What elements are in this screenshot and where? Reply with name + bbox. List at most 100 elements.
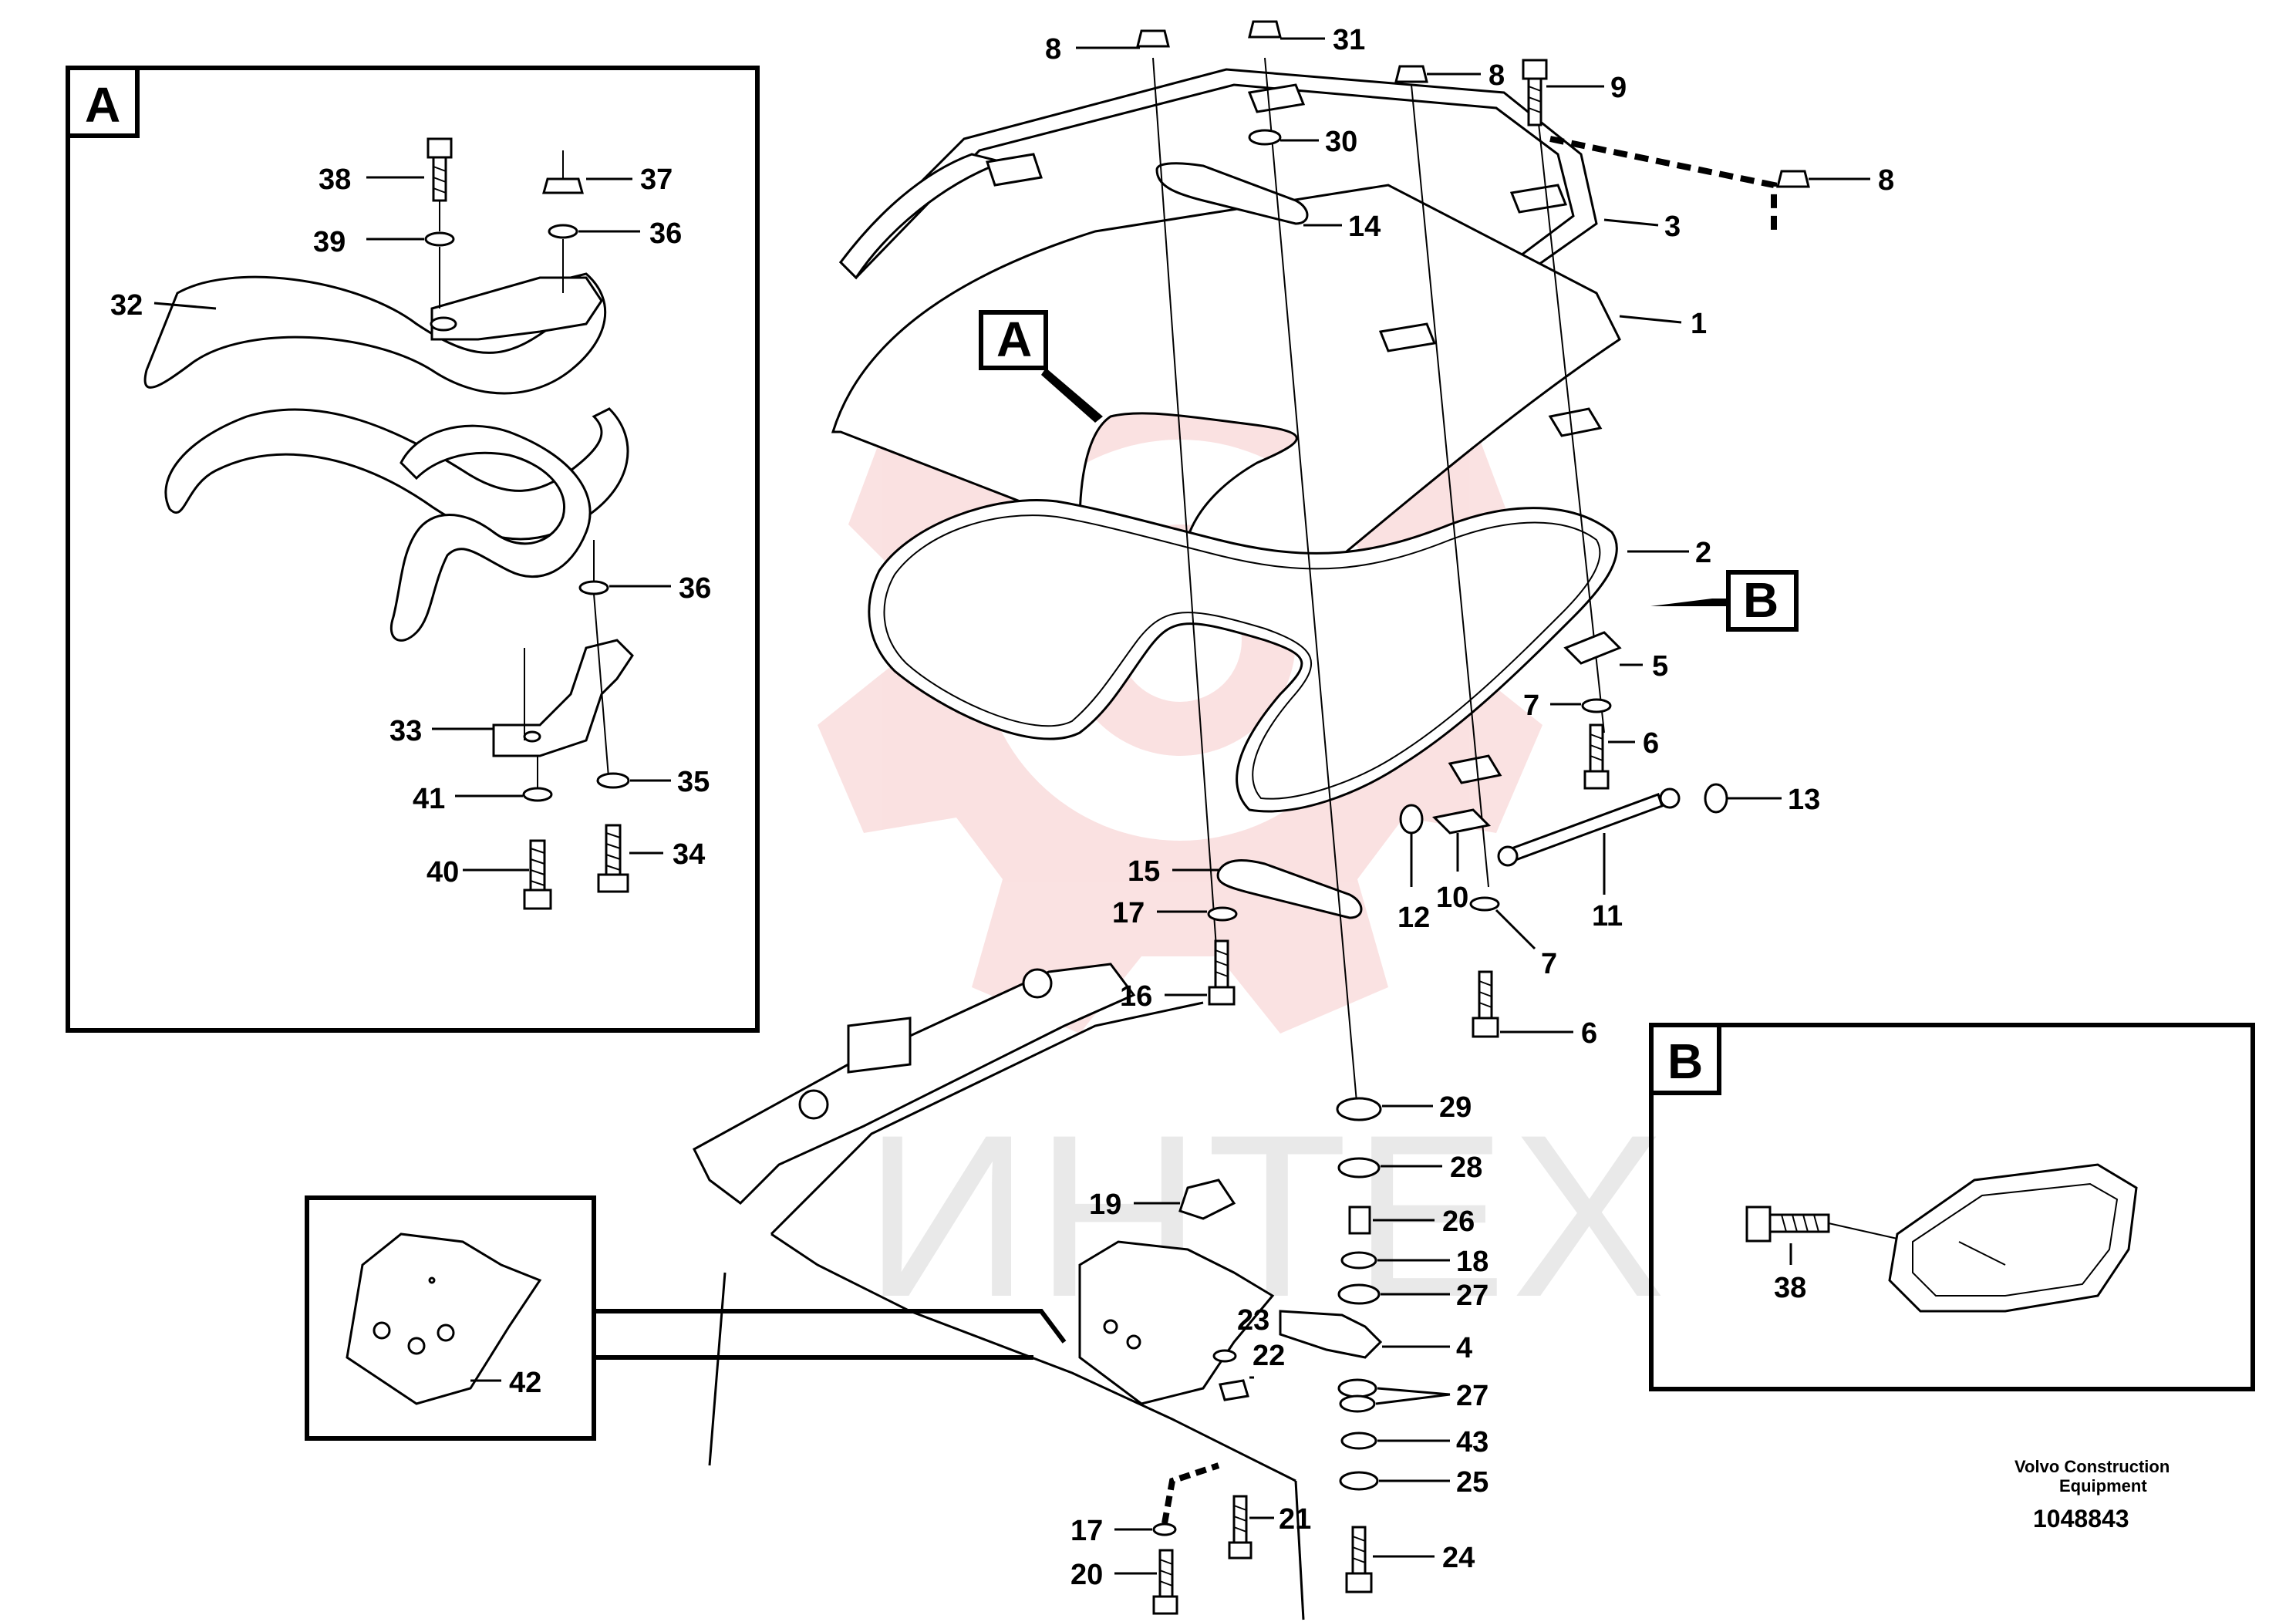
label-a-33: 33: [389, 715, 422, 747]
washer-28: [1337, 1157, 1381, 1179]
label-a-39: 39: [313, 226, 346, 258]
label-a-36-lower: 36: [679, 572, 711, 605]
bushing-29: [1336, 1097, 1382, 1121]
leader-27b-1: [1377, 1387, 1451, 1396]
washer-27-lower-b: [1339, 1394, 1376, 1413]
label-22: 22: [1253, 1340, 1285, 1372]
bracket-mid: [1378, 322, 1437, 352]
detail-a-panel: A: [66, 66, 760, 1033]
label-a-40: 40: [426, 856, 459, 889]
label-29: 29: [1439, 1091, 1472, 1124]
washer-36-top: [548, 224, 578, 239]
callout-b-arrow: [1650, 599, 1728, 606]
detail-b-letter-box: [1649, 1023, 1721, 1095]
bolt-38-b: [1745, 1206, 1898, 1243]
callout-b: B: [1650, 570, 1799, 632]
detail-a-frame: [66, 66, 760, 1033]
handle-32: [143, 272, 607, 395]
label-b-38: 38: [1774, 1272, 1806, 1304]
handle-32-lower: [164, 407, 629, 541]
main-assembly: [693, 20, 1810, 1620]
bracket-hole: [430, 316, 457, 332]
cover-42: [346, 1233, 542, 1405]
fender-42-mounted: [1078, 1240, 1275, 1405]
clip-22: [1219, 1379, 1249, 1401]
leader-3: [1603, 218, 1659, 227]
bolt-38: [426, 137, 453, 202]
label-19: 19: [1089, 1189, 1121, 1221]
seal-2: [868, 498, 1618, 813]
label-8b: 8: [1489, 59, 1505, 92]
cover-42-hole-3: [437, 1324, 455, 1342]
detail-a-letter: A: [85, 77, 120, 133]
label-42: 42: [509, 1367, 541, 1399]
seal-2-inner: [883, 514, 1601, 800]
top-bracket: [430, 276, 603, 341]
axis-center: [1264, 57, 1358, 1111]
label-a-32: 32: [110, 289, 143, 322]
callout-a-letter: A: [996, 312, 1032, 367]
axis-far-right: [1538, 123, 1605, 733]
label-16: 16: [1120, 980, 1152, 1013]
leader-27b-2: [1375, 1393, 1451, 1405]
washer-17-lower: [1152, 1523, 1177, 1536]
handle-loop: [847, 1017, 912, 1074]
label-7a: 7: [1523, 690, 1539, 722]
label-17a: 17: [1112, 897, 1145, 929]
bolt-16: [1208, 939, 1236, 1006]
washer-17: [1207, 906, 1238, 922]
cover-42-hole-1: [373, 1321, 391, 1340]
bolt-6-top: [1583, 723, 1610, 790]
label-a-35: 35: [677, 766, 710, 798]
washer-30: [1248, 129, 1282, 146]
callout-a: A: [979, 310, 1103, 423]
label-28: 28: [1450, 1152, 1482, 1184]
dashed-connector-8: [1549, 136, 1777, 231]
washer-7-lower: [1469, 896, 1500, 912]
label-a-36-top: 36: [649, 218, 682, 250]
label-a-38: 38: [319, 164, 351, 196]
washer-27-lower-a: [1337, 1378, 1377, 1398]
label-43: 43: [1456, 1426, 1489, 1458]
label-4: 4: [1456, 1332, 1472, 1364]
cover-b: [1888, 1163, 2138, 1313]
drawing-number: 1048843: [2033, 1505, 2129, 1533]
bolt-6-lower: [1472, 970, 1499, 1038]
washer-12: [1399, 804, 1424, 835]
leader-a-32: [153, 302, 217, 310]
chassis-left-post: [708, 1272, 727, 1466]
bolt-24: [1345, 1526, 1373, 1593]
label-12: 12: [1397, 902, 1430, 934]
label-31: 31: [1333, 24, 1365, 56]
label-9: 9: [1610, 72, 1627, 104]
washer-36-lower: [578, 580, 609, 595]
rail-3-arm: [839, 153, 1007, 280]
bracket-33: [492, 639, 634, 757]
label-a-34: 34: [673, 838, 705, 871]
bracket-33-hole: [523, 730, 541, 743]
label-26: 26: [1442, 1206, 1475, 1238]
cover-42-hole-2: [407, 1337, 426, 1355]
label-6b: 6: [1581, 1017, 1597, 1050]
label-8c: 8: [1878, 164, 1894, 197]
washer-39: [424, 231, 455, 247]
mount-cap-2: [798, 1089, 829, 1120]
callout-a-box: [979, 310, 1048, 370]
bracket-top-left: [986, 153, 1043, 187]
credit-line-1: Volvo Construction: [2014, 1457, 2170, 1476]
label-20: 20: [1070, 1559, 1103, 1591]
nut-8-right: [1394, 65, 1428, 83]
label-1: 1: [1691, 308, 1707, 340]
label-25: 25: [1456, 1466, 1489, 1499]
label-27b: 27: [1456, 1380, 1489, 1412]
bolt-9: [1522, 59, 1548, 126]
label-13: 13: [1788, 784, 1820, 816]
label-3: 3: [1664, 211, 1681, 243]
bracket-lower-right: [1548, 407, 1603, 437]
plate-5: [1563, 631, 1622, 665]
bolt-40: [523, 839, 552, 910]
bracket-top-middle: [1247, 83, 1306, 113]
bracket-4: [1279, 1310, 1383, 1359]
detail-42-frame: [305, 1195, 596, 1441]
